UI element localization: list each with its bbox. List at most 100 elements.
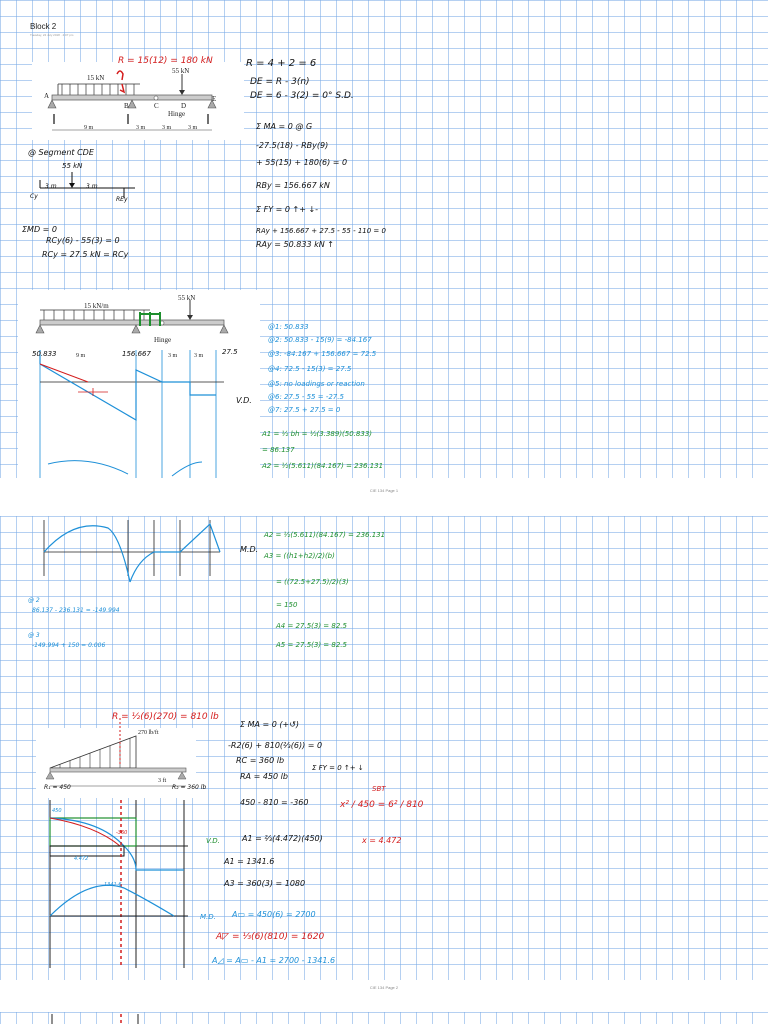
calc-line-10: RAy = 50.833 kN ↑ [256, 240, 334, 249]
tri-r1-label: R₁ = 450 [44, 784, 71, 791]
part3-v2: -360 [116, 830, 128, 836]
md-check-1: @ 2 [28, 597, 40, 604]
part3-eq-2: -R2(6) + 810(⅔(6)) = 0 [228, 741, 323, 750]
fig2-dim-9m: 9 m [76, 353, 86, 359]
segment-cy-label: Cy [30, 193, 38, 200]
fig2-dim-3m-1: 3 m [168, 353, 178, 359]
fig2-reaction-b: 156.667 [122, 350, 151, 358]
md-check-3: @ 3 [28, 632, 40, 639]
md-area-4: A4 = 27.5(3) = 82.5 [276, 622, 347, 630]
resultant-note: R = 15(12) = 180 kN [118, 56, 213, 66]
part3-eq-5: 450 - 810 = -360 [240, 798, 309, 807]
md-area-3b: = ((72.5+27.5)/2)(3) [276, 578, 349, 586]
md-area-3: A3 = ((h1+h2)/2)(b) [264, 552, 335, 560]
tri-r2-label: R₂ = 360 lb [172, 784, 207, 791]
part3-a1-value: A1 = 1341.6 [224, 857, 275, 866]
shear-moment-drawing [35, 300, 229, 478]
part3-a3: A3 = 360(3) = 1080 [224, 879, 306, 888]
beam-figure-2: 15 kN/m 55 kN Hinge 50.833 156.667 27.5 … [18, 290, 260, 478]
part3-eq-3: RC = 360 lb [236, 756, 285, 765]
part3-eq-4: RA = 450 lb [240, 772, 288, 781]
md-title: M.D. [240, 545, 259, 554]
point-e-label: E [212, 95, 217, 103]
vd-point-1: @1: 50.833 [268, 323, 309, 331]
part3-md: M.D. [200, 913, 216, 921]
calc-line-9: RAy + 156.667 + 27.5 - 55 - 110 = 0 [256, 227, 386, 235]
vd-title: V.D. [236, 396, 252, 405]
calc-line-2: DE = R - 3(n) [250, 77, 310, 87]
segment-rey-label: REy [116, 196, 128, 203]
dim-9m: 9 m [84, 125, 94, 131]
point-a-label: A [44, 92, 50, 100]
calc-line-3: DE = 6 - 3(2) = 0° S.D. [250, 91, 354, 101]
part3-v1: 450 [52, 808, 62, 814]
segment-load: 55 kN [62, 162, 83, 170]
vd-point-3: @3: -84.167 + 156.667 = 72.5 [268, 350, 377, 358]
segment-sketch [39, 172, 135, 198]
fig2-reaction-e: 27.5 [222, 348, 238, 356]
page-title: Block 2 [30, 22, 57, 31]
calc-line-6: + 55(15) + 180(6) = 0 [256, 158, 348, 167]
calc-line-8: Σ FY = 0 ↑+ ↓- [256, 205, 319, 214]
part3-diagrams [49, 800, 188, 968]
fig2-reaction-a: 50.833 [32, 350, 57, 358]
dim-3m-1: 3 m [136, 125, 146, 131]
part3-xm: 4.472 [74, 856, 89, 862]
calc-line-4: Σ MA = 0 @ G [256, 122, 313, 131]
md-area-5: A5 = 27.5(3) = 82.5 [276, 641, 347, 649]
segment-heading: @ Segment CDE [28, 148, 94, 157]
page-footer-2: CIE 134 Page 2 [369, 985, 399, 990]
part3-fy: Σ FY = 0 ↑+ ↓ [312, 764, 364, 772]
hinge-label: Hinge [168, 110, 186, 118]
part3-vd: V.D. [206, 837, 220, 845]
beam-figure-3: 270 lb/ft 3 ft R₁ = 450 R₂ = 360 lb [36, 718, 206, 798]
tri-dim-label: 3 ft [158, 778, 167, 784]
beam-figure-1: 15 kN 55 kN Hinge A B C D E 9 m 3 m 3 m … [32, 62, 244, 140]
point-load-label: 55 kN [172, 67, 190, 75]
point-b-label: B [124, 102, 129, 110]
fig2-hinge-label: Hinge [154, 336, 172, 344]
part3-x: x = 4.472 [362, 836, 402, 845]
vd-area-1-value: = 86.137 [262, 446, 295, 454]
vd-point-7: @7: 27.5 + 27.5 = 0 [268, 406, 341, 414]
md-check-4: -149.994 + 150 = 0.006 [32, 642, 106, 649]
part3-a-rect: A▭ = 450(6) = 2700 [232, 910, 316, 919]
page-footer-1: CIE 134 Page 1 [369, 488, 399, 493]
calc-line-7: RBy = 156.667 kN [256, 181, 330, 190]
fig2-load-label: 15 kN/m [84, 302, 109, 310]
fig2-point-load-label: 55 kN [178, 294, 196, 302]
segment-eq-2: RCy = 27.5 kN = RCy [42, 250, 129, 259]
part3-ratio: x² / 450 = 6² / 810 [340, 800, 424, 810]
part3-m1: 1341.6 [104, 882, 122, 888]
vd-point-6: @6: 27.5 - 55 = -27.5 [268, 393, 344, 401]
part3-a1: A1 = ⅔(4.472)(450) [242, 834, 323, 843]
segment-eq-1: RCy(6) - 55(3) = 0 [46, 236, 120, 245]
part3-sbt: SBT [372, 785, 386, 793]
part3-resultant: R = ½(6)(270) = 810 lb [112, 712, 219, 722]
part3-eq-1: Σ MA = 0 (+↺) [240, 720, 300, 729]
vd-point-4: @4: 72.5 - 15(3) = 27.5 [268, 365, 352, 373]
part3-a-tri: A◸ = ⅓(6)(810) = 1620 [216, 932, 325, 942]
distributed-load-label: 15 kN [87, 74, 105, 82]
point-d-label: D [181, 102, 187, 110]
tri-load-label: 270 lb/ft [138, 730, 159, 736]
calc-line-1: R = 4 + 2 = 6 [246, 58, 317, 69]
vd-point-5: @5: no loadings or reaction [268, 380, 365, 388]
triangular-load-drawing [45, 718, 187, 787]
segment-dim-1: 3 m [45, 183, 57, 190]
dim-3m-3: 3 m [188, 125, 198, 131]
moment-diagram-1 [43, 520, 221, 583]
segment-moment-eq: ΣMD = 0 [22, 225, 57, 234]
vd-area-2: A2 = ½(5.611)(84.167) = 236.131 [262, 462, 384, 470]
calc-line-5: -27.5(18) - RBy(9) [256, 141, 329, 150]
page-3-lines [51, 1014, 139, 1024]
point-c-label: C [154, 102, 159, 110]
notebook-page-3 [0, 1012, 768, 1024]
fig2-dim-3m-2: 3 m [194, 353, 204, 359]
vd-point-2: @2: 50.833 - 15(9) = -84.167 [268, 336, 372, 344]
md-check-2: 86.137 - 236.131 = -149.994 [32, 607, 120, 614]
beam-figure-1-drawing [47, 70, 217, 131]
segment-dim-2: 3 m [86, 183, 98, 190]
md-area-2: A2 = ½(5.611)(84.167) = 236.131 [264, 531, 386, 539]
part3-a-last: A◿ = A▭ - A1 = 2700 - 1341.6 [212, 956, 336, 965]
